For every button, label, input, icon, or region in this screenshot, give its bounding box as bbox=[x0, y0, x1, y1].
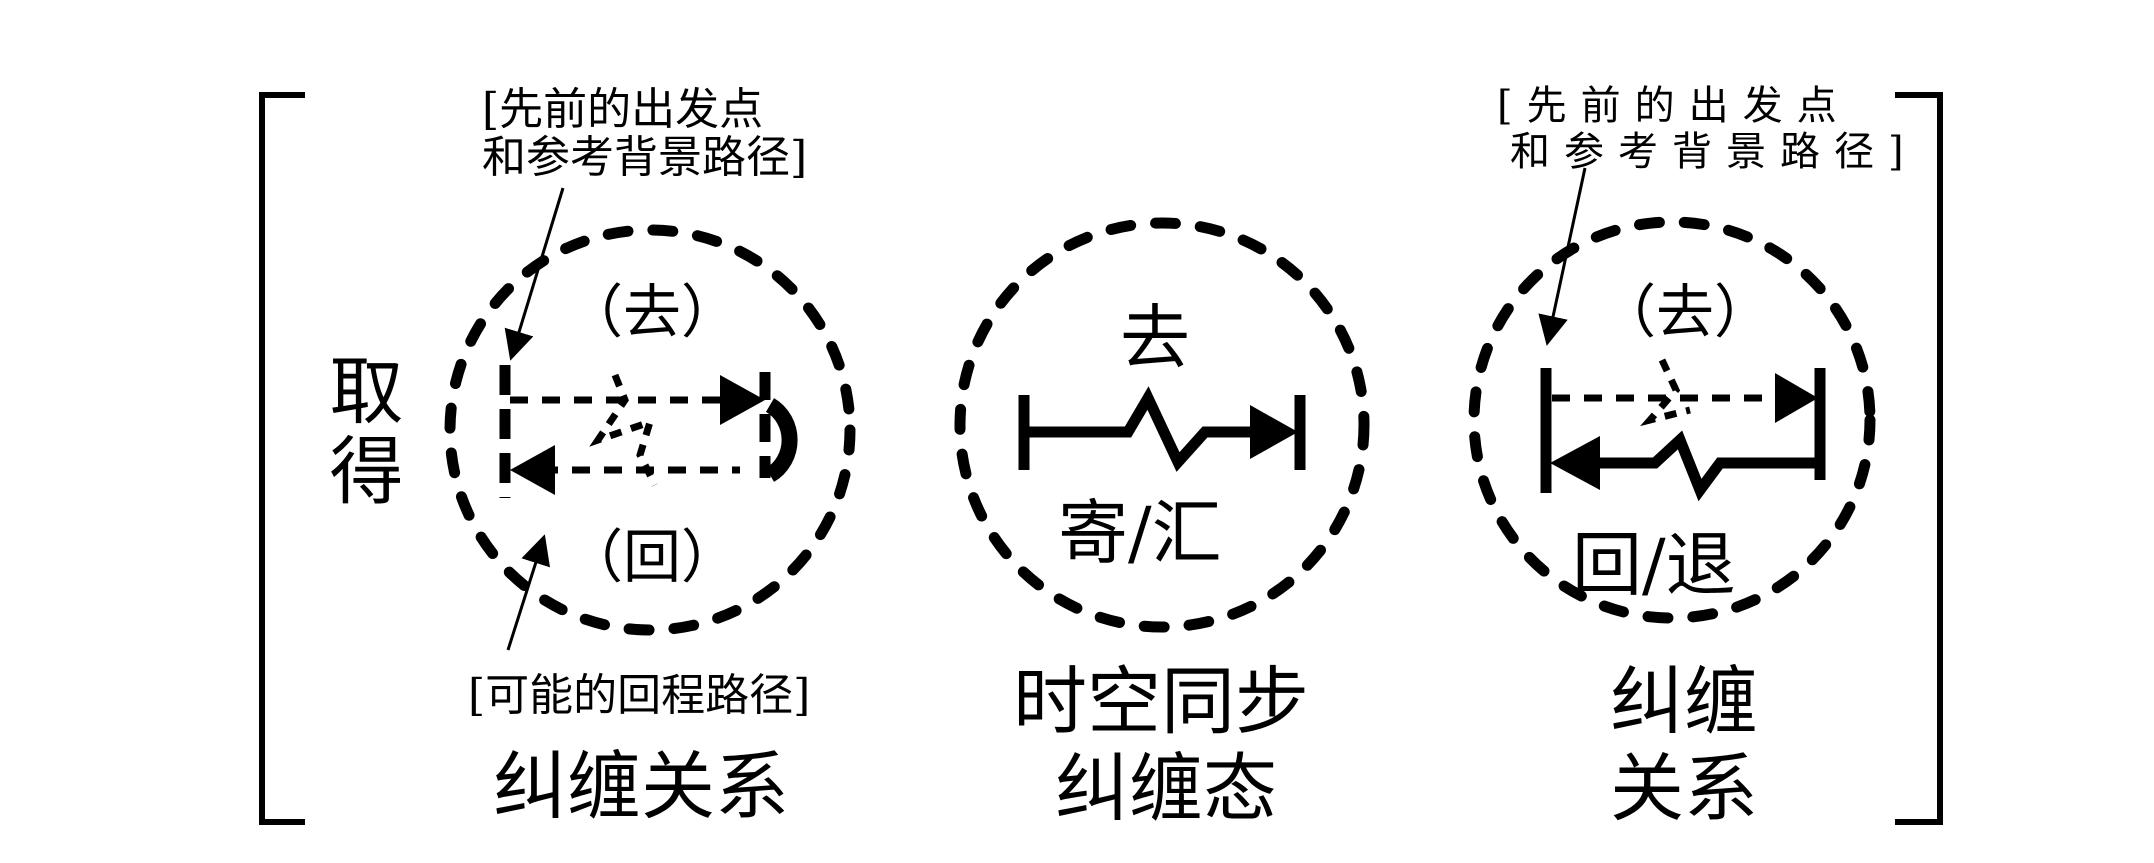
left-dashed-zigzag bbox=[589, 373, 659, 487]
middle-go-label: 去 bbox=[1120, 297, 1190, 379]
left-bottom-pointer-arrow bbox=[506, 534, 551, 651]
left-go-arrowhead bbox=[720, 375, 765, 425]
right-top-note-line1: [先前的出发点 bbox=[1497, 83, 1851, 129]
right-back-label: 回/退 bbox=[1572, 524, 1736, 606]
middle-caption-line2: 纠缠态 bbox=[1055, 746, 1277, 832]
left-semicircle-cap bbox=[765, 398, 798, 482]
left-caption: 纠缠关系 bbox=[493, 744, 789, 830]
right-top-pointer-arrow bbox=[1538, 167, 1587, 346]
right-return-zigzag bbox=[1580, 430, 1820, 502]
outer-right-bracket bbox=[1895, 92, 1943, 825]
right-go-arrowhead bbox=[1775, 373, 1818, 423]
right-dashed-circle bbox=[1468, 216, 1876, 624]
middle-back-label: 寄/汇 bbox=[1058, 492, 1222, 574]
middle-panel bbox=[954, 217, 1370, 633]
middle-caption-line1: 时空同步 bbox=[1013, 659, 1309, 745]
right-caption-line1: 纠缠 bbox=[1610, 659, 1758, 745]
right-top-note-line2: 和参考背景路径] bbox=[1510, 129, 1918, 175]
left-top-note-line2: 和参考背景路径] bbox=[482, 132, 808, 183]
left-top-note-line1: [先前的出发点 bbox=[482, 84, 764, 135]
left-return-arrowhead bbox=[510, 445, 555, 495]
left-dashed-circle bbox=[444, 224, 856, 636]
left-panel bbox=[444, 187, 856, 651]
middle-arrowhead bbox=[1250, 405, 1298, 459]
left-top-pointer-arrow bbox=[504, 187, 565, 361]
middle-dashed-circle bbox=[954, 217, 1370, 633]
left-go-label: （去） bbox=[565, 278, 740, 346]
left-label: 取得 bbox=[317, 352, 403, 512]
right-go-label: （去） bbox=[1598, 278, 1773, 346]
right-dashed-zigzag bbox=[1640, 358, 1691, 427]
outer-left-bracket bbox=[259, 92, 305, 825]
right-return-arrowhead bbox=[1550, 436, 1600, 490]
left-bottom-note: [可能的回程路径] bbox=[468, 670, 811, 721]
middle-zigzag-path bbox=[1024, 386, 1255, 472]
right-panel bbox=[1468, 167, 1876, 624]
left-back-label: （回） bbox=[565, 523, 740, 591]
right-caption-line2: 关系 bbox=[1610, 746, 1758, 832]
